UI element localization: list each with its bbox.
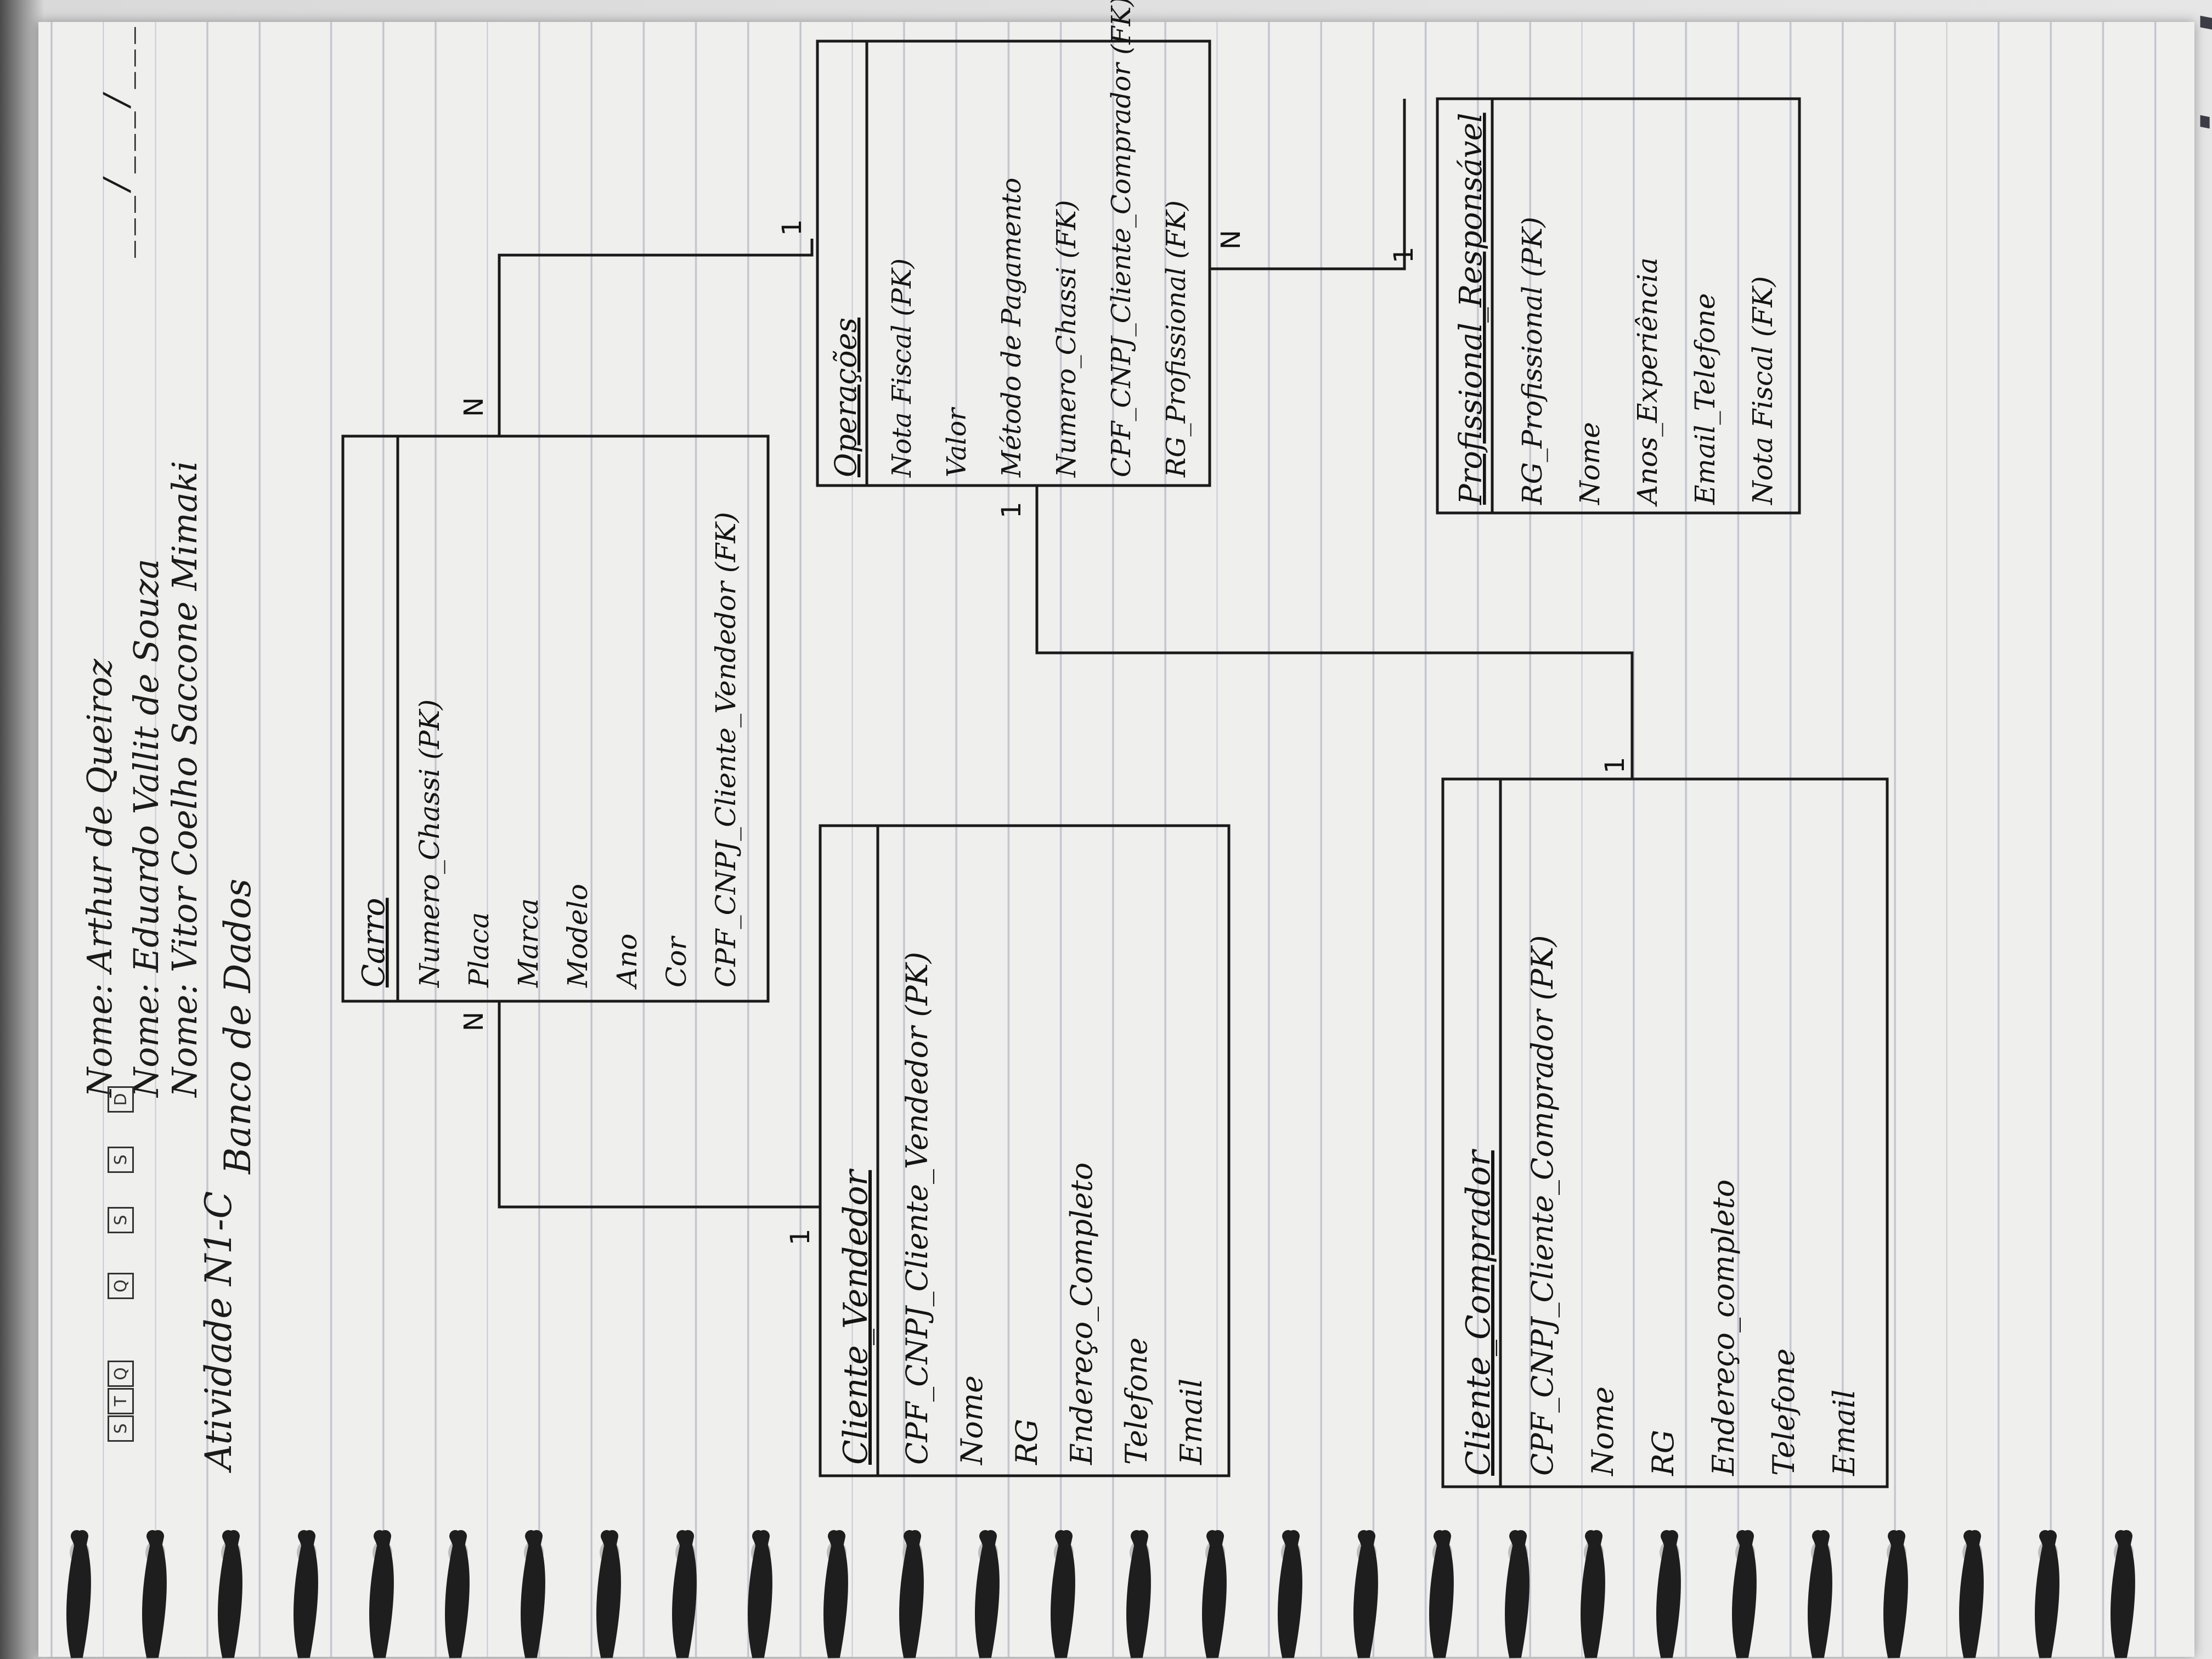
spiral-ring [823, 1530, 848, 1658]
entity-comprador-attribute: Nome [1585, 1386, 1620, 1477]
relation-carro-operacoes [498, 239, 814, 436]
entity-carro-attribute: Ano [611, 934, 643, 990]
entity-comprador-title: Cliente_Comprador [1459, 1149, 1498, 1476]
card-vendedor-carro-1: 1 [785, 1228, 816, 1245]
entity-operacoes-attribute: Nota Fiscal (PK) [887, 258, 917, 478]
spiral-ring [142, 1530, 167, 1658]
spiral-ring [369, 1530, 394, 1658]
spiral-ring [66, 1530, 91, 1658]
entity-box-profissional [1436, 97, 1801, 515]
spiral-ring [1732, 1530, 1757, 1658]
entity-profissional: Profissional_Responsável RG_Profissional … [1453, 113, 1779, 507]
entity-comprador-attribute: CPF_CNPJ_Cliente_Comprador (PK) [1525, 935, 1560, 1476]
spiral-ring [2035, 1530, 2059, 1658]
entity-vendedor-attribute: Nome [955, 1375, 989, 1466]
entity-operacoes-title: Operações [828, 318, 863, 477]
spiral-ring [1581, 1530, 1605, 1658]
entity-vendedor-attribute: Endereço_Completo [1064, 1163, 1099, 1465]
entity-operacoes-attribute: Numero_Chassi (FK) [1051, 200, 1082, 478]
card-vendedor-carro-n: N [459, 1012, 489, 1031]
card-operacoes-comprador-1a: 1 [996, 501, 1027, 518]
entity-profissional-attribute: Email_Telefone [1689, 293, 1721, 505]
card-carro-operacoes-n: N [459, 397, 489, 417]
entity-carro-title: Carro [356, 898, 392, 988]
entity-profissional-attribute: Nome [1574, 422, 1606, 505]
entity-box-comprador [1441, 777, 1889, 1488]
spiral-ring [445, 1530, 470, 1658]
entity-vendedor-title: Cliente_Vendedor [837, 1169, 875, 1465]
relation-operacoes-profissional [1210, 99, 1406, 270]
entity-carro-attribute: Cor [661, 935, 692, 988]
entity-profissional-title: Profissional_Responsável [1453, 113, 1489, 505]
spiral-ring [1353, 1530, 1378, 1658]
entity-carro-attribute: Marca [512, 898, 544, 988]
entity-comprador-attribute: RG [1646, 1430, 1680, 1476]
entity-profissional-attribute: Nota Fiscal (FK) [1747, 276, 1779, 505]
relation-operacoes-comprador [1035, 486, 1634, 779]
entity-comprador-attribute: Email [1827, 1390, 1861, 1476]
card-operacoes-profissional-n: N [1216, 230, 1246, 250]
spiral-ring [1051, 1530, 1075, 1658]
entity-operacoes-attribute: CPF_CNPJ_Cliente_Comprador (FK) [1106, 0, 1137, 477]
entity-carro-attribute: Placa [463, 912, 495, 988]
entity-carro: Carro Numero_Chassi (PK) Placa Marca Modelo A… [356, 512, 742, 990]
entity-vendedor-attribute: CPF_CNPJ_Cliente_Vendedor (PK) [900, 952, 934, 1465]
entity-box-carro [341, 435, 770, 1003]
card-carro-operacoes-1: 1 [777, 219, 808, 236]
spiral-ring [672, 1530, 697, 1658]
entity-comprador-attribute: Endereço_completo [1706, 1180, 1741, 1476]
entity-vendedor: Cliente_Vendedor CPF_CNPJ_Cliente_Vendedo… [837, 952, 1209, 1466]
relation-vendedor-carro [498, 1001, 820, 1209]
entity-vendedor-attribute: Telefone [1119, 1338, 1154, 1465]
entity-profissional-attribute: RG_Profissional (PK) [1516, 217, 1548, 505]
spiral-ring [1126, 1530, 1151, 1658]
entity-box-operacoes [816, 40, 1211, 487]
entity-box-vendedor [819, 824, 1231, 1477]
spiral-ring [294, 1530, 318, 1658]
entity-operacoes: Operações Nota Fiscal (PK) Valor Método de … [828, 0, 1192, 478]
spiral-ring [218, 1530, 242, 1658]
entity-operacoes-attribute: RG_Profissional (FK) [1161, 200, 1192, 478]
entity-comprador: Cliente_Comprador CPF_CNPJ_Cliente_Compra… [1459, 935, 1861, 1477]
spiral-binding [66, 1530, 2135, 1658]
entity-carro-attribute: CPF_CNPJ_Cliente_Vendedor (FK) [710, 512, 742, 988]
spiral-ring [2111, 1530, 2135, 1658]
spiral-ring [1656, 1530, 1681, 1658]
spiral-ring [1202, 1530, 1227, 1658]
spiral-ring [1808, 1530, 1832, 1658]
spiral-ring [1505, 1530, 1530, 1658]
entity-comprador-attribute: Telefone [1767, 1348, 1801, 1476]
spiral-ring [1883, 1530, 1908, 1658]
entity-operacoes-attribute: Valor [941, 407, 972, 477]
entity-profissional-attribute: Anos_Experiência [1632, 257, 1663, 507]
spiral-ring [975, 1530, 1000, 1658]
entity-operacoes-attribute: Método de Pagamento [996, 178, 1027, 478]
entity-carro-attribute: Modelo [562, 884, 594, 988]
spiral-ring [748, 1530, 772, 1658]
spiral-ring [1959, 1530, 1984, 1658]
entity-vendedor-attribute: Email [1174, 1379, 1209, 1465]
spiral-ring [1429, 1530, 1454, 1658]
card-operacoes-comprador-1b: 1 [1600, 757, 1630, 774]
card-operacoes-profissional-1: 1 [1389, 246, 1419, 263]
spiral-ring [521, 1530, 545, 1658]
spiral-ring [899, 1530, 924, 1658]
entity-vendedor-attribute: RG [1009, 1419, 1044, 1465]
spiral-ring [1278, 1530, 1302, 1658]
spiral-ring [596, 1530, 621, 1658]
entity-carro-attribute: Numero_Chassi (PK) [414, 699, 445, 988]
